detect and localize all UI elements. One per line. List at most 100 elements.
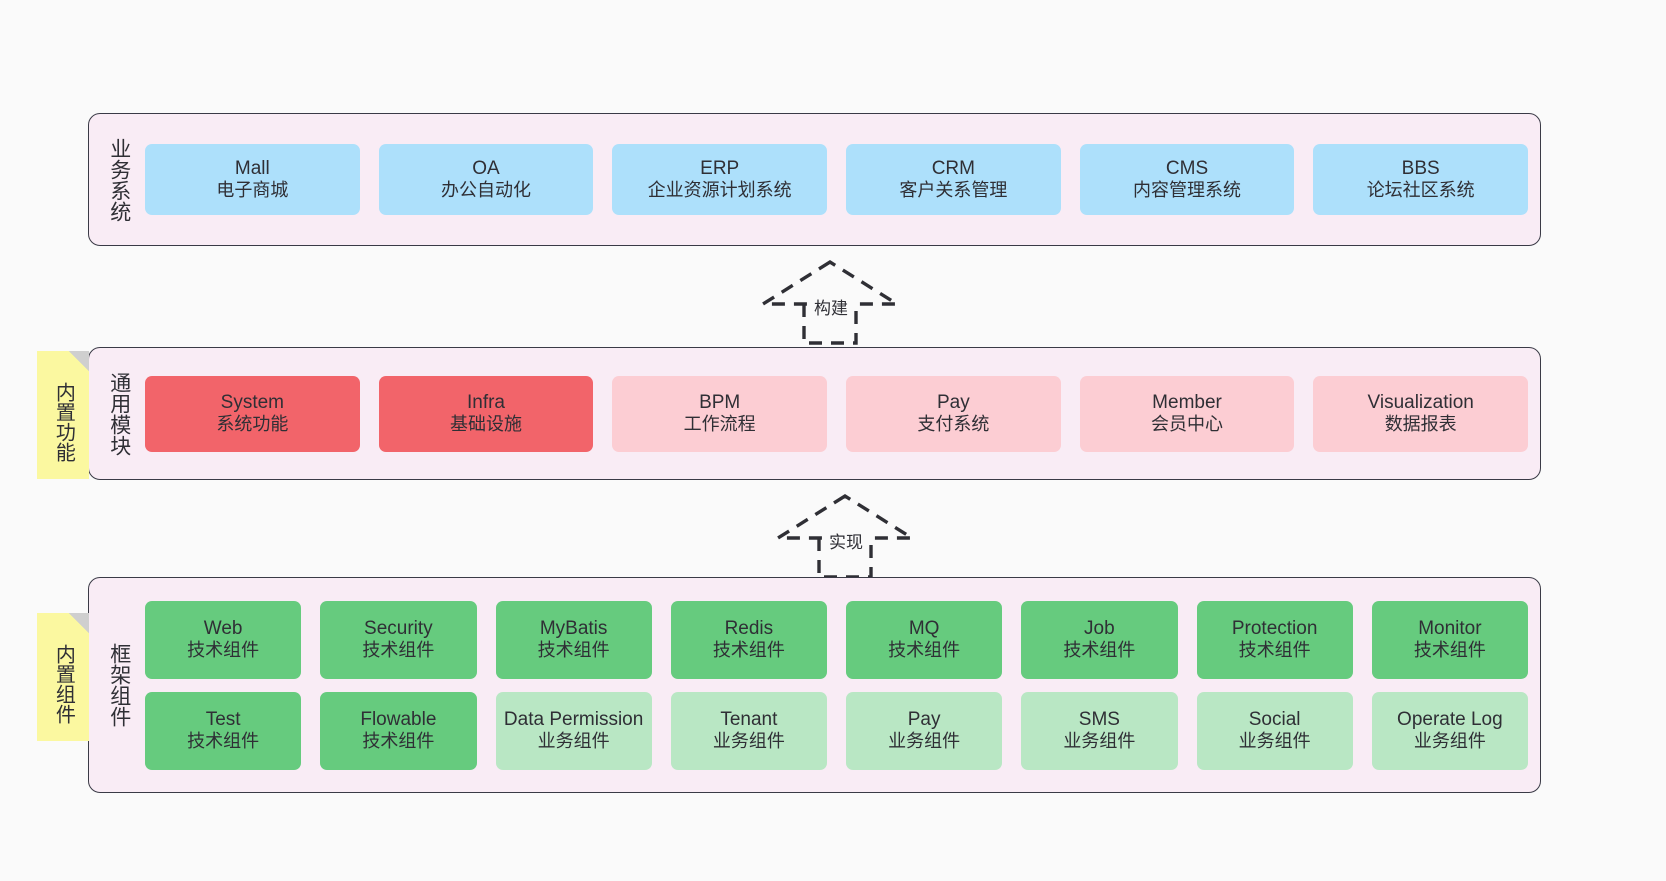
card-subtitle: 技术组件 bbox=[1413, 640, 1486, 661]
card-job[interactable]: Job 技术组件 bbox=[1021, 600, 1178, 679]
card-subtitle: 技术组件 bbox=[187, 640, 260, 661]
card-subtitle: 电子商城 bbox=[216, 180, 289, 201]
card-subtitle: 业务组件 bbox=[888, 731, 961, 752]
card-title: Pay bbox=[936, 391, 970, 413]
card-row: System 系统功能 Infra 基础设施 BPM 工作流程 Pay 支付系统… bbox=[145, 375, 1529, 452]
card-title: Social bbox=[1248, 708, 1301, 730]
card-subtitle: 论坛社区系统 bbox=[1366, 180, 1475, 201]
card-subtitle: 业务组件 bbox=[537, 731, 610, 752]
card-protection[interactable]: Protection 技术组件 bbox=[1196, 600, 1353, 679]
card-cms[interactable]: CMS 内容管理系统 bbox=[1079, 144, 1295, 215]
card-title: Operate Log bbox=[1397, 708, 1503, 730]
layer-title-common: 通用模块 bbox=[107, 371, 131, 456]
card-system[interactable]: System 系统功能 bbox=[145, 375, 360, 452]
card-subtitle: 技术组件 bbox=[1238, 640, 1311, 661]
card-row: Web 技术组件 Security 技术组件 MyBatis 技术组件 Redi… bbox=[145, 600, 1528, 679]
note-builtin-function: 内置功能 bbox=[37, 351, 89, 479]
layer-body-common: System 系统功能 Infra 基础设施 BPM 工作流程 Pay 支付系统… bbox=[145, 358, 1529, 469]
note-label: 内置功能 bbox=[52, 382, 75, 462]
card-title: System bbox=[220, 391, 285, 413]
card-flowable[interactable]: Flowable 技术组件 bbox=[320, 691, 477, 770]
card-visualization[interactable]: Visualization 数据报表 bbox=[1313, 375, 1529, 452]
arrow-build: 构建 bbox=[755, 258, 905, 346]
card-title: BPM bbox=[699, 391, 741, 413]
card-subtitle: 技术组件 bbox=[1063, 640, 1136, 661]
card-title: SMS bbox=[1078, 708, 1120, 730]
card-subtitle: 企业资源计划系统 bbox=[647, 180, 792, 201]
card-sms[interactable]: SMS 业务组件 bbox=[1021, 691, 1178, 770]
card-infra[interactable]: Infra 基础设施 bbox=[378, 375, 594, 452]
card-subtitle: 内容管理系统 bbox=[1133, 180, 1242, 201]
card-subtitle: 业务组件 bbox=[1238, 731, 1311, 752]
card-title: Tenant bbox=[720, 708, 778, 730]
card-tenant[interactable]: Tenant 业务组件 bbox=[670, 691, 827, 770]
card-row: Mall 电子商城 OA 办公自动化 ERP 企业资源计划系统 CRM 客户关系… bbox=[145, 144, 1529, 215]
card-mq[interactable]: MQ 技术组件 bbox=[846, 600, 1003, 679]
card-security[interactable]: Security 技术组件 bbox=[320, 600, 477, 679]
card-data-permission[interactable]: Data Permission 业务组件 bbox=[495, 691, 652, 770]
card-subtitle: 业务组件 bbox=[1063, 731, 1136, 752]
card-oa[interactable]: OA 办公自动化 bbox=[378, 144, 594, 215]
card-monitor[interactable]: Monitor 技术组件 bbox=[1371, 600, 1528, 679]
card-title: CRM bbox=[931, 157, 975, 179]
card-bpm[interactable]: BPM 工作流程 bbox=[612, 375, 828, 452]
card-test[interactable]: Test 技术组件 bbox=[145, 691, 302, 770]
card-subtitle: 业务组件 bbox=[1413, 731, 1486, 752]
card-mall[interactable]: Mall 电子商城 bbox=[145, 144, 360, 215]
card-title: Test bbox=[205, 708, 241, 730]
layer-title-business: 业务系统 bbox=[107, 137, 131, 222]
card-web[interactable]: Web 技术组件 bbox=[145, 600, 302, 679]
card-social[interactable]: Social 业务组件 bbox=[1196, 691, 1353, 770]
card-member[interactable]: Member 会员中心 bbox=[1079, 375, 1295, 452]
card-erp[interactable]: ERP 企业资源计划系统 bbox=[612, 144, 828, 215]
card-subtitle: 工作流程 bbox=[683, 414, 756, 435]
card-title: Mall bbox=[234, 157, 270, 179]
card-title: CMS bbox=[1165, 157, 1209, 179]
card-pay[interactable]: Pay 支付系统 bbox=[846, 375, 1061, 452]
card-title: Member bbox=[1152, 391, 1222, 413]
card-title: Flowable bbox=[360, 708, 437, 730]
card-title: Pay bbox=[907, 708, 941, 730]
arrow-label-build: 构建 bbox=[811, 294, 851, 319]
card-subtitle: 办公自动化 bbox=[441, 180, 531, 201]
card-title: ERP bbox=[700, 157, 740, 179]
card-subtitle: 技术组件 bbox=[537, 640, 610, 661]
card-subtitle: 技术组件 bbox=[888, 640, 961, 661]
arrow-implement: 实现 bbox=[770, 492, 920, 580]
card-crm[interactable]: CRM 客户关系管理 bbox=[846, 144, 1061, 215]
card-title: Data Permission bbox=[503, 708, 644, 730]
card-subtitle: 客户关系管理 bbox=[899, 180, 1008, 201]
layer-body-business: Mall 电子商城 OA 办公自动化 ERP 企业资源计划系统 CRM 客户关系… bbox=[145, 124, 1529, 235]
layer-framework-component: 框架组件 Web 技术组件 Security 技术组件 MyBatis 技术组件… bbox=[88, 577, 1541, 793]
arrow-label-implement: 实现 bbox=[826, 528, 866, 553]
card-pay-component[interactable]: Pay 业务组件 bbox=[846, 691, 1003, 770]
layer-common-module: 通用模块 System 系统功能 Infra 基础设施 BPM 工作流程 Pay… bbox=[88, 347, 1541, 480]
card-subtitle: 业务组件 bbox=[712, 731, 785, 752]
card-subtitle: 支付系统 bbox=[917, 414, 990, 435]
card-subtitle: 技术组件 bbox=[187, 731, 260, 752]
card-bbs[interactable]: BBS 论坛社区系统 bbox=[1313, 144, 1529, 215]
card-operate-log[interactable]: Operate Log 业务组件 bbox=[1371, 691, 1528, 770]
card-title: Security bbox=[364, 617, 433, 639]
card-redis[interactable]: Redis 技术组件 bbox=[670, 600, 827, 679]
card-subtitle: 会员中心 bbox=[1151, 414, 1224, 435]
note-builtin-component: 内置组件 bbox=[37, 613, 89, 741]
card-title: Web bbox=[203, 617, 243, 639]
card-subtitle: 数据报表 bbox=[1384, 414, 1457, 435]
card-row: Test 技术组件 Flowable 技术组件 Data Permission … bbox=[145, 691, 1528, 770]
card-mybatis[interactable]: MyBatis 技术组件 bbox=[495, 600, 652, 679]
card-title: Visualization bbox=[1367, 391, 1474, 413]
card-subtitle: 技术组件 bbox=[712, 640, 785, 661]
generalization-arrow-icon bbox=[757, 259, 903, 345]
layer-title-framework: 框架组件 bbox=[107, 643, 131, 727]
layer-body-framework: Web 技术组件 Security 技术组件 MyBatis 技术组件 Redi… bbox=[145, 588, 1528, 782]
card-title: MyBatis bbox=[539, 617, 608, 639]
card-title: Job bbox=[1084, 617, 1115, 639]
card-subtitle: 系统功能 bbox=[216, 414, 289, 435]
card-title: BBS bbox=[1401, 157, 1440, 179]
generalization-arrow-icon bbox=[772, 493, 918, 579]
card-title: MQ bbox=[908, 617, 940, 639]
card-title: Monitor bbox=[1418, 617, 1482, 639]
card-title: OA bbox=[472, 157, 500, 179]
